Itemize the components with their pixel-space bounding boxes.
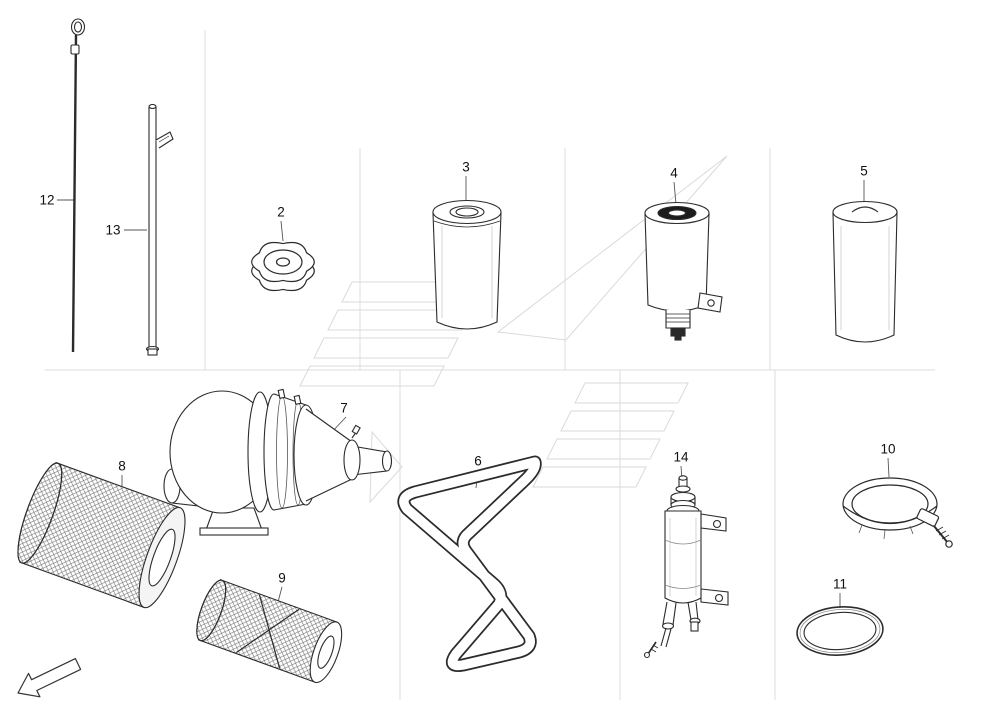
- callout-14: 14: [673, 449, 689, 465]
- part-14-fuel-pump: [643, 475, 729, 659]
- part-9-air-filter-inner: [196, 578, 343, 684]
- part-11-seal-ring: [796, 606, 884, 656]
- part-2-filler-cap: [251, 241, 315, 292]
- callout-13: 13: [105, 222, 121, 238]
- callout-12: 12: [39, 192, 55, 208]
- callout-10: 10: [880, 441, 896, 457]
- callout-4: 4: [670, 165, 678, 181]
- part-10-hose-clamp: [842, 477, 953, 548]
- grid-lines: [45, 30, 935, 700]
- part-13-dipstick-tube: [145, 103, 174, 356]
- callout-2: 2: [277, 204, 285, 220]
- callout-11: 11: [832, 576, 848, 592]
- callout-8: 8: [118, 458, 126, 474]
- part-3-oil-filter: [432, 199, 502, 330]
- callout-6: 6: [474, 453, 482, 469]
- direction-arrow-icon: [17, 658, 82, 698]
- callout-5: 5: [860, 163, 868, 179]
- brand-watermark: [299, 155, 728, 504]
- part-5-filter-element: [832, 200, 898, 343]
- callout-7: 7: [340, 400, 348, 416]
- part-6-drive-belt: [397, 455, 542, 672]
- callout-9: 9: [278, 570, 286, 586]
- part-8-air-filter-outer: [17, 461, 186, 609]
- part-12-dipstick: [70, 18, 86, 353]
- part-4-fuel-filter: [644, 201, 723, 341]
- part-7-air-cleaner-assembly: [163, 388, 393, 536]
- callout-3: 3: [462, 159, 470, 175]
